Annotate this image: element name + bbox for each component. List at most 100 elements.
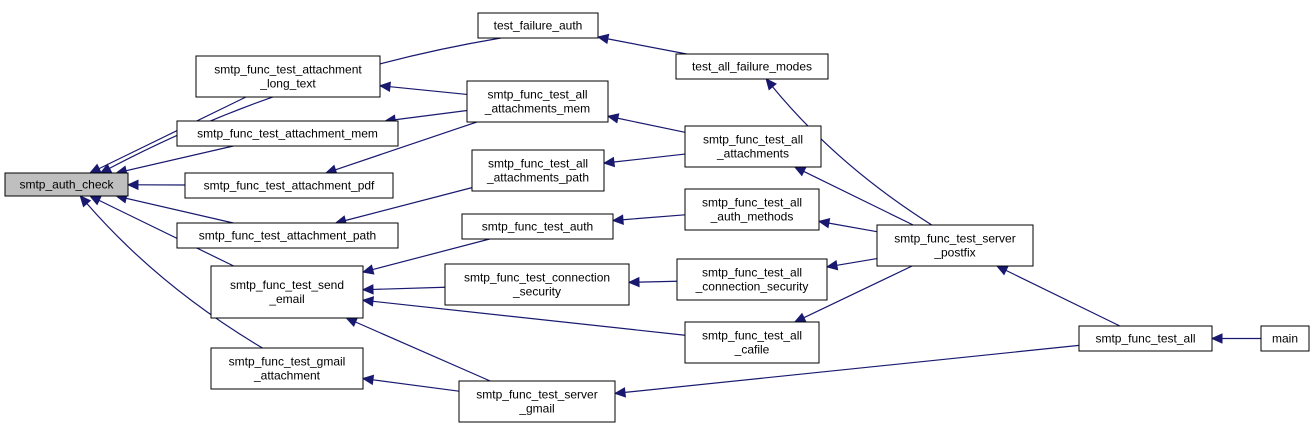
node-box[interactable] [876, 224, 1034, 267]
edge-main-to-test_all [1210, 333, 1261, 344]
node-all_cafile[interactable]: smtp_func_test_all_cafile [684, 321, 820, 364]
node-box[interactable] [461, 213, 614, 240]
node-label: smtp_func_test_send [230, 278, 344, 292]
node-box[interactable] [676, 258, 828, 301]
node-box[interactable] [675, 53, 829, 80]
node-box[interactable] [466, 80, 609, 123]
node-label: smtp_func_test_attachment_mem [197, 127, 378, 141]
node-box[interactable] [458, 380, 616, 423]
edge-arrowhead [817, 218, 831, 229]
node-conn_sec[interactable]: smtp_func_test_connection_security [444, 263, 630, 306]
node-gmail_att[interactable]: smtp_func_test_gmail_attachment [210, 347, 364, 390]
node-box[interactable] [176, 222, 399, 249]
node-box[interactable] [684, 321, 820, 364]
edge-line [98, 96, 247, 170]
node-box[interactable] [684, 125, 822, 168]
node-all_fail_modes[interactable]: test_all_failure_modes [675, 53, 829, 80]
edge-arrowhead [793, 312, 807, 323]
node-server_postfix[interactable]: smtp_func_test_server_postfix [876, 224, 1034, 267]
node-box[interactable] [477, 12, 599, 39]
node-label: smtp_func_test_attachment [214, 63, 362, 77]
edge-line [638, 280, 678, 283]
node-label: smtp_func_test_all [487, 88, 587, 102]
node-box[interactable] [176, 120, 399, 147]
edge-arrowhead [995, 265, 1009, 276]
node-box[interactable] [684, 188, 820, 231]
node-send_email[interactable]: smtp_func_test_send_email [210, 265, 364, 319]
node-all_att_mem[interactable]: smtp_func_test_all_attachments_mem [466, 80, 609, 123]
node-smtp_auth_check[interactable]: smtp_auth_check [4, 172, 129, 197]
edge-line [617, 117, 686, 133]
edge-arrowhead [765, 78, 777, 91]
node-label: _email [268, 292, 304, 306]
edge-arrowhead [378, 81, 391, 93]
node-att_long_text[interactable]: smtp_func_test_attachment_long_text [195, 55, 381, 98]
edge-server_postfix-to-all_auth_methods [817, 218, 878, 233]
edge-all_fail_modes-to-test_failure_auth [596, 33, 687, 55]
node-func_auth[interactable]: smtp_func_test_auth [461, 213, 614, 240]
node-label: smtp_auth_check [19, 178, 114, 192]
node-att_path[interactable]: smtp_func_test_attachment_path [176, 222, 399, 249]
node-att_pdf[interactable]: smtp_func_test_attachment_pdf [184, 172, 394, 199]
node-label: _connection_security [695, 280, 809, 294]
node-all_auth_methods[interactable]: smtp_func_test_all_auth_methods [684, 188, 820, 231]
node-label: smtp_func_test_all [1095, 332, 1195, 346]
node-label: smtp_func_test_connection [464, 271, 610, 285]
node-label: smtp_func_test_all [702, 329, 802, 343]
edge-line [125, 197, 234, 224]
node-label: smtp_func_test_all [702, 196, 802, 210]
edge-line [372, 300, 686, 336]
node-box[interactable] [444, 263, 630, 306]
edge-line [622, 214, 686, 221]
node-label: _attachments [716, 147, 789, 161]
node-box[interactable] [210, 265, 364, 319]
node-att_mem[interactable]: smtp_func_test_attachment_mem [176, 120, 399, 147]
node-box[interactable] [184, 172, 394, 199]
edge-all_att-to-all_att_mem [606, 113, 686, 133]
edge-all_auth_methods-to-func_auth [611, 214, 686, 225]
node-all_att_path[interactable]: smtp_func_test_all_attachments_path [471, 149, 605, 192]
node-main[interactable]: main [1260, 325, 1310, 352]
node-label: smtp_func_test_server [476, 388, 597, 402]
edge-line [372, 238, 490, 271]
edge-line [335, 121, 478, 171]
node-all_att[interactable]: smtp_func_test_all_attachments [684, 125, 822, 168]
edge-test_all-to-server_postfix [995, 265, 1121, 327]
edge-line [836, 257, 878, 266]
node-label: _attachment [253, 369, 321, 383]
edge-arrowhead [627, 276, 640, 288]
edge-all_conn_sec-to-conn_sec [627, 276, 678, 288]
edge-line [613, 153, 686, 163]
edge-conn_sec-to-send_email [361, 284, 446, 295]
node-label: smtp_func_test_gmail [229, 355, 346, 369]
edge-arrowhead [613, 387, 626, 398]
node-all_conn_sec[interactable]: smtp_func_test_all_connection_security [676, 258, 828, 301]
node-label: smtp_func_test_server [894, 232, 1015, 246]
node-box[interactable] [1260, 325, 1310, 352]
edge-line [803, 170, 914, 226]
node-test_all[interactable]: smtp_func_test_all [1078, 325, 1213, 352]
edge-arrowhead [361, 284, 374, 295]
edge-arrowhead [345, 317, 359, 328]
node-server_gmail[interactable]: smtp_func_test_server_gmail [458, 380, 616, 423]
node-box[interactable] [210, 347, 364, 390]
node-label: _auth_methods [710, 210, 794, 224]
edge-arrowhead [611, 214, 624, 225]
edge-arrowhead [596, 33, 610, 45]
edge-all_att-to-all_att_path [602, 153, 686, 168]
edge-all_att_mem-to-att_long_text [378, 81, 468, 96]
node-box[interactable] [471, 149, 605, 192]
node-label: test_failure_auth [494, 19, 583, 33]
edge-arrowhead [602, 156, 616, 168]
edge-server_gmail-to-send_email [345, 317, 491, 382]
edge-line [372, 379, 460, 392]
edge-func_auth-to-send_email [361, 238, 490, 275]
edge-server_gmail-to-gmail_att [361, 374, 460, 392]
node-box[interactable] [1078, 325, 1213, 352]
edge-line [624, 344, 1080, 393]
edge-arrowhead [361, 374, 375, 386]
node-test_failure_auth[interactable]: test_failure_auth [477, 12, 599, 39]
node-box[interactable] [195, 55, 381, 98]
edge-line [345, 187, 473, 222]
node-box[interactable] [4, 172, 129, 197]
